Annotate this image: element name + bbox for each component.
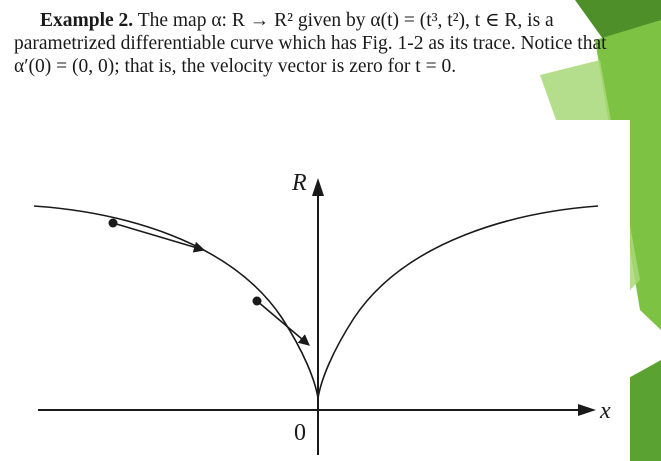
paragraph-line-1-text: The map α: R → R² given by α(t) = (t³, t… bbox=[137, 10, 554, 31]
velocity-vector-1 bbox=[112, 222, 206, 253]
curve-left-branch bbox=[33, 205, 319, 399]
y-axis-label: R bbox=[291, 170, 307, 196]
x-axis-label: x bbox=[599, 398, 611, 424]
figure-panel bbox=[0, 120, 630, 461]
curve-right-branch bbox=[317, 205, 599, 399]
paragraph-line-3: α′(0) = (0, 0); that is, the velocity ve… bbox=[14, 56, 457, 77]
curve-point-1 bbox=[108, 218, 118, 228]
example-paragraph: Example 2. The map α: R → R² given by α(… bbox=[14, 9, 640, 78]
velocity-vector-2 bbox=[256, 300, 310, 346]
x-axis-arrow bbox=[578, 404, 596, 416]
example-heading: Example 2. bbox=[40, 10, 134, 31]
paragraph-line-2: parametrized differentiable curve which … bbox=[14, 33, 607, 54]
y-axis-arrow bbox=[312, 178, 324, 196]
origin-label: 0 bbox=[294, 420, 306, 446]
curve-point-2 bbox=[252, 296, 262, 306]
paragraph-line-1: Example 2. The map α: R → R² given by α(… bbox=[14, 9, 640, 32]
